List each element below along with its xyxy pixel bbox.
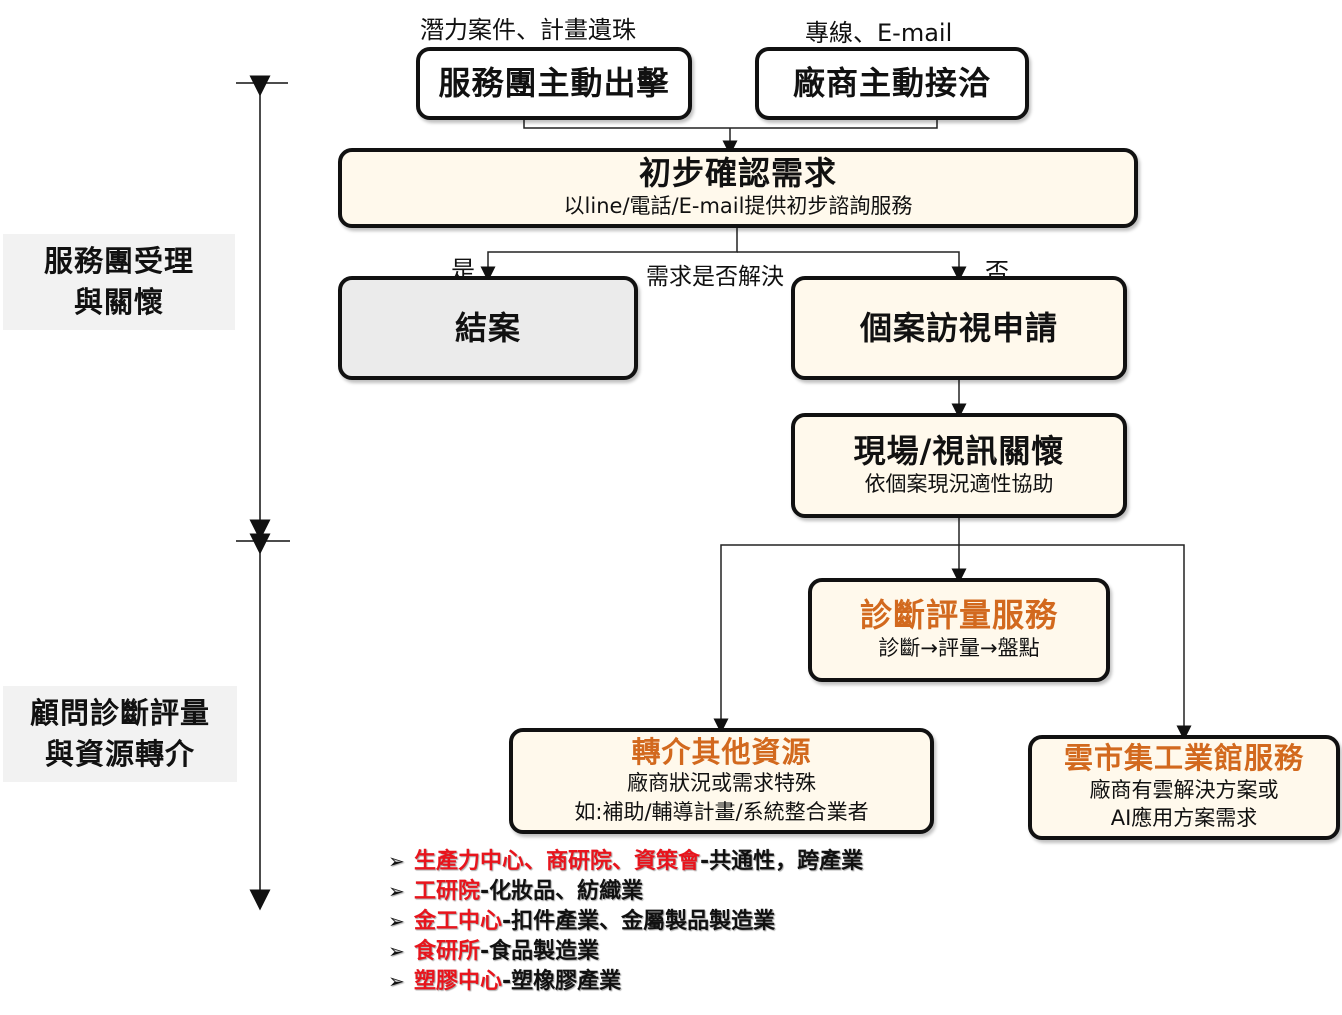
resource-org: 塑膠中心 xyxy=(414,969,503,994)
phase-label-diagnosis: 顧問診斷評量 與資源轉介 xyxy=(3,686,237,782)
cloud-market-title: 雲市集工業館服務 xyxy=(1063,741,1304,776)
arrow-bullet-icon: ➢ xyxy=(388,969,405,993)
resource-org: 食研所 xyxy=(414,939,481,964)
resource-list: ➢ 生產力中心、商研院、資策會-共通性，跨產業 ➢ 工研院-化妝品、紡織業 ➢ 金工中… xyxy=(388,846,863,996)
decision-question-label: 需求是否解決 xyxy=(646,264,784,290)
cloud-market-box: 雲市集工業館服務 廠商有雲解決方案或 AI應用方案需求 xyxy=(1028,735,1340,840)
initial-confirm-sub: 以line/電話/E-mail提供初步諮詢服務 xyxy=(563,194,913,219)
resource-item: ➢ 工研院-化妝品、紡織業 xyxy=(388,876,863,906)
arrow-bullet-icon: ➢ xyxy=(388,909,405,933)
phase-2-line-1: 顧問診斷評量 xyxy=(29,696,210,731)
resource-org: 金工中心 xyxy=(414,909,503,934)
resource-org: 生產力中心、商研院、資策會 xyxy=(414,849,701,874)
resource-item: ➢ 食研所-食品製造業 xyxy=(388,936,863,966)
visit-apply-box: 個案訪視申請 xyxy=(791,276,1127,380)
resource-item: ➢ 塑膠中心-塑橡膠產業 xyxy=(388,966,863,996)
resource-desc: -化妝品、紡織業 xyxy=(480,879,644,904)
resource-item: ➢ 金工中心-扣件產業、金屬製品製造業 xyxy=(388,906,863,936)
diagnosis-title: 診斷評量服務 xyxy=(859,596,1058,635)
phase-1-line-2: 與關懷 xyxy=(73,285,164,319)
referral-box: 轉介其他資源 廠商狀況或需求特殊 如:補助/輔導計畫/系統整合業者 xyxy=(509,728,934,834)
resource-desc: -共通性，跨產業 xyxy=(700,849,864,874)
arrow-bullet-icon: ➢ xyxy=(388,849,405,873)
source-label-contact: 專線、E-mail xyxy=(805,19,953,47)
visit-apply-title: 個案訪視申請 xyxy=(859,308,1058,347)
source-label-proactive: 潛力案件、計畫遺珠 xyxy=(420,16,636,44)
proactive-outreach-title: 服務團主動出擊 xyxy=(438,64,670,103)
vendor-contact-title: 廠商主動接洽 xyxy=(792,64,991,103)
initial-confirm-box: 初步確認需求 以line/電話/E-mail提供初步諮詢服務 xyxy=(338,148,1138,228)
onsite-care-box: 現場/視訊關懷 依個案現況適性協助 xyxy=(791,413,1127,518)
proactive-outreach-box: 服務團主動出擊 xyxy=(416,47,692,120)
vendor-contact-box: 廠商主動接洽 xyxy=(755,47,1029,120)
resource-org: 工研院 xyxy=(414,879,481,904)
resource-item: ➢ 生產力中心、商研院、資策會-共通性，跨產業 xyxy=(388,846,863,876)
diagnosis-box: 診斷評量服務 診斷→評量→盤點 xyxy=(808,578,1110,682)
phase-2-line-2: 與資源轉介 xyxy=(44,737,195,771)
referral-sub-2: 如:補助/輔導計畫/系統整合業者 xyxy=(574,799,869,824)
close-case-box: 結案 xyxy=(338,276,638,380)
arrow-bullet-icon: ➢ xyxy=(388,879,405,903)
close-case-title: 結案 xyxy=(454,308,521,347)
onsite-care-title: 現場/視訊關懷 xyxy=(853,431,1065,470)
referral-title: 轉介其他資源 xyxy=(631,734,812,769)
resource-desc: -塑橡膠產業 xyxy=(502,969,622,994)
onsite-care-sub: 依個案現況適性協助 xyxy=(864,471,1054,496)
phase-label-acceptance: 服務團受理 與關懷 xyxy=(3,234,235,330)
initial-confirm-title: 初步確認需求 xyxy=(638,154,837,193)
phase-1-line-1: 服務團受理 xyxy=(43,244,194,279)
resource-desc: -扣件產業、金屬製品製造業 xyxy=(502,909,776,934)
referral-sub-1: 廠商狀況或需求特殊 xyxy=(627,771,816,796)
arrow-bullet-icon: ➢ xyxy=(388,939,405,963)
diagnosis-sub: 診斷→評量→盤點 xyxy=(878,636,1040,661)
resource-desc: -食品製造業 xyxy=(480,939,600,964)
cloud-market-sub-1: 廠商有雲解決方案或 xyxy=(1089,777,1279,802)
cloud-market-sub-2: AI應用方案需求 xyxy=(1110,806,1258,831)
